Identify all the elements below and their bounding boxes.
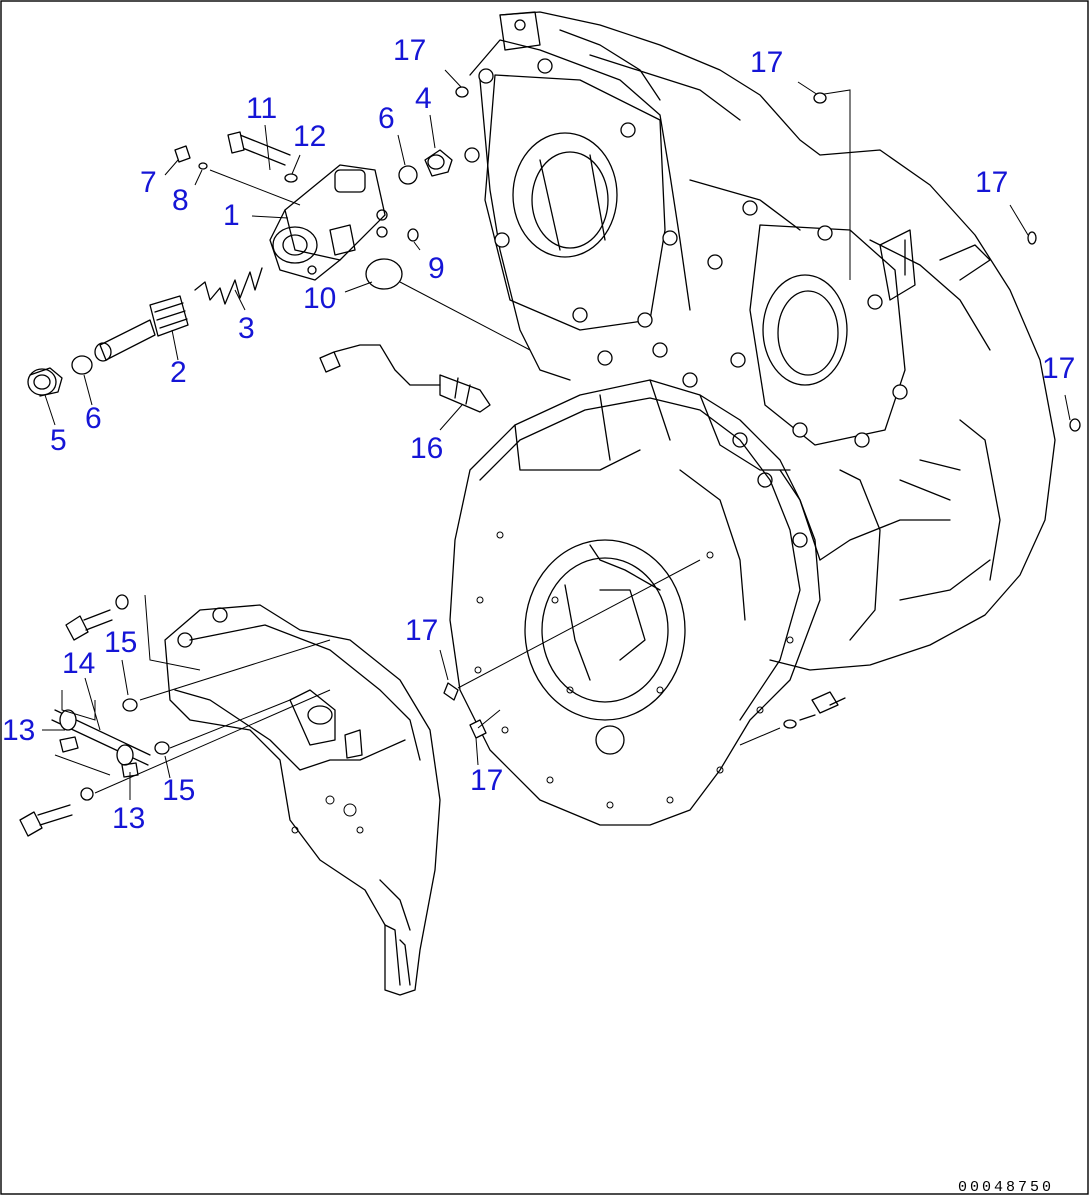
drawing-number: 00048750 — [958, 1179, 1054, 1196]
callout-14: 14 — [62, 647, 95, 680]
callout-8: 8 — [172, 184, 189, 217]
valve-assembly — [27, 131, 531, 413]
transmission-case-rear — [464, 11, 1056, 671]
lower-cover — [19, 594, 441, 996]
callout-1: 1 — [223, 199, 240, 232]
callout-4: 4 — [415, 82, 432, 115]
callout-10: 10 — [303, 282, 336, 315]
callout-6: 6 — [378, 102, 395, 135]
callout-13: 13 — [112, 802, 145, 835]
leader-lines — [42, 69, 1081, 800]
callout-11: 11 — [246, 92, 277, 125]
case-bolts — [464, 58, 908, 548]
callout-13: 13 — [2, 714, 35, 747]
callout-17: 17 — [975, 166, 1008, 199]
callout-2: 2 — [170, 356, 187, 389]
callout-17: 17 — [470, 764, 503, 797]
callout-17: 17 — [750, 46, 783, 79]
bell-housing-holes — [474, 531, 794, 809]
callout-3: 3 — [238, 312, 255, 345]
callout-5: 5 — [50, 424, 67, 457]
callout-15: 15 — [162, 774, 195, 807]
callout-12: 12 — [293, 120, 326, 153]
callout-16: 16 — [410, 432, 443, 465]
callout-6: 6 — [85, 402, 102, 435]
callout-9: 9 — [428, 252, 445, 285]
callout-17: 17 — [1042, 352, 1075, 385]
bell-housing — [443, 379, 846, 826]
callout-labels: 17 17 17 17 17 17 4 6 11 12 7 8 1 9 10 3… — [2, 34, 1075, 835]
callout-15: 15 — [104, 626, 137, 659]
callout-17: 17 — [405, 614, 438, 647]
callout-7: 7 — [140, 166, 157, 199]
callout-17: 17 — [393, 34, 426, 67]
